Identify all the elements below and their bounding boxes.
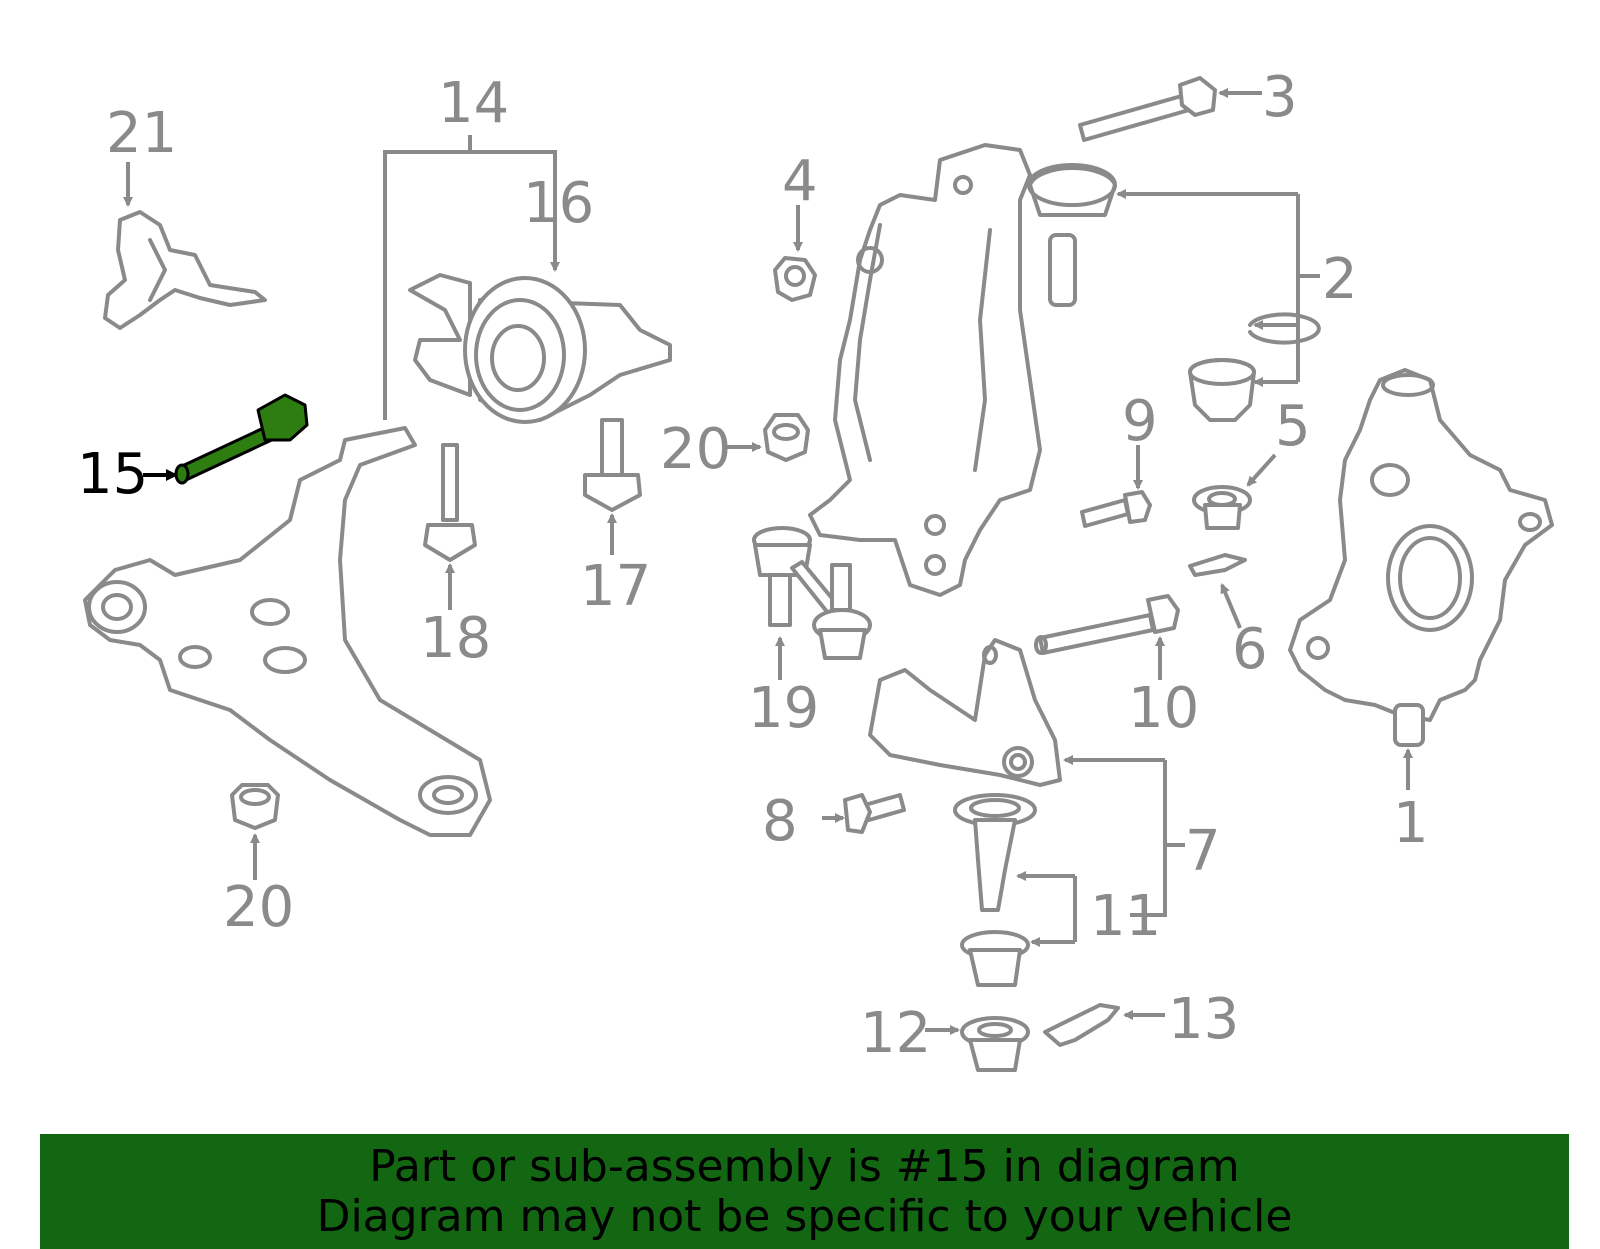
callout-9: 9 [1122,389,1158,454]
part-12-nut[interactable] [960,1016,1030,1072]
part-4-nut[interactable] [773,256,817,302]
part-18-bolt[interactable] [423,443,477,562]
callout-5: 5 [1275,394,1311,459]
part-20-nut-upper[interactable] [763,413,810,462]
leader-7 [1130,760,1167,917]
part-13-cotter-pin[interactable] [1043,1003,1120,1047]
callout-11: 11 [1090,884,1161,949]
callout-2: 2 [1322,247,1358,312]
callout-18: 18 [420,606,491,671]
callout-4: 4 [782,149,818,214]
callout-20-lower: 20 [223,875,294,940]
part-15-bolt[interactable] [174,393,309,485]
callout-17: 17 [580,554,651,619]
part-16-bushing[interactable] [408,273,672,424]
part-3-bolt[interactable] [1078,76,1217,142]
part-10-bolt[interactable] [1034,594,1180,655]
part-14-lower-arm[interactable] [83,426,492,837]
part-7-ball-joint-arm[interactable] [868,638,1062,787]
part-9-bolt[interactable] [1080,490,1152,528]
part-20-nut-lower[interactable] [230,783,280,830]
leader-6 [1220,583,1242,629]
callout-7: 7 [1185,819,1221,884]
callout-14: 14 [438,71,509,136]
part-6-cotter-pin[interactable] [1188,553,1247,577]
part-8-bolt[interactable] [843,793,906,834]
part-5-nut[interactable] [1192,485,1252,530]
part-2-clip-ring[interactable] [1248,312,1321,345]
callout-6: 6 [1232,617,1268,682]
banner-line-1: Part or sub-assembly is #15 in diagram [369,1141,1240,1192]
callout-10: 10 [1128,676,1199,741]
callout-19: 19 [748,676,819,741]
callout-20-upper: 20 [660,417,731,482]
callout-21: 21 [106,101,177,166]
info-banner: Part or sub-assembly is #15 in diagram D… [40,1134,1569,1249]
part-21-bracket[interactable] [103,210,267,330]
part-2-knuckle[interactable] [808,143,1117,597]
leader-5 [1246,453,1277,487]
callout-16: 16 [523,171,594,236]
callout-15: 15 [77,442,148,507]
callout-13: 13 [1168,987,1239,1052]
part-2-boot[interactable] [1188,358,1256,422]
part-11-nut[interactable] [960,930,1030,987]
callout-1: 1 [1393,791,1429,856]
callout-3: 3 [1262,65,1298,130]
leader-14 [383,135,560,420]
callout-12: 12 [860,1001,931,1066]
part-19-link[interactable] [752,526,872,660]
callout-8: 8 [762,789,798,854]
part-1-knuckle[interactable] [1288,368,1554,747]
banner-line-2: Diagram may not be specific to your vehi… [316,1191,1293,1242]
part-17-stud[interactable] [583,418,642,512]
part-11-ball-stud[interactable] [953,793,1037,912]
